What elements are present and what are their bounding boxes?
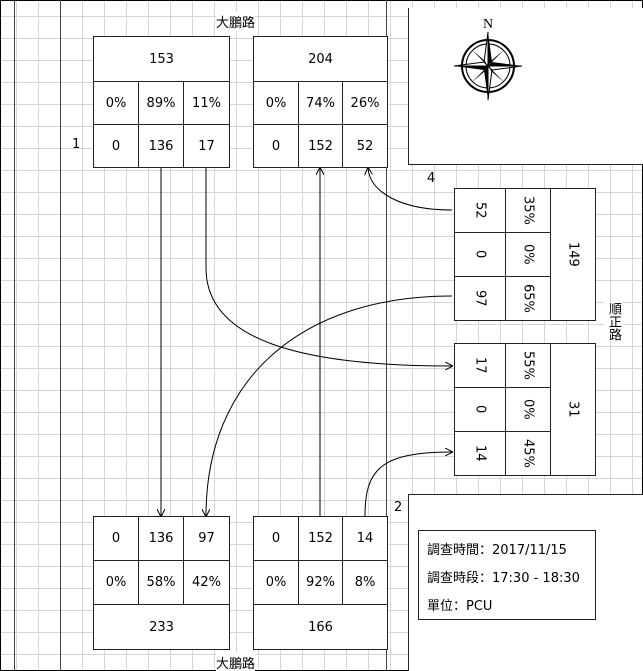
compass-icon: N xyxy=(453,17,523,101)
left-road-centerline xyxy=(60,0,61,671)
block-upper-right xyxy=(408,8,643,165)
right-road-edge xyxy=(386,0,387,671)
arrow-southbound-left xyxy=(205,168,452,366)
pct-cell: 42% xyxy=(183,560,230,605)
road-name-right: 順正路 xyxy=(604,302,623,341)
pct-cell: 0% xyxy=(505,232,551,277)
volume-cell: 0 xyxy=(93,124,139,168)
survey-unit: 單位：PCU xyxy=(427,599,493,614)
arrow-westbound-left xyxy=(368,168,453,211)
pct-cell: 45% xyxy=(505,431,551,476)
pct-cell: 0% xyxy=(93,81,139,125)
pct-cell: 26% xyxy=(342,81,388,125)
pct-cell: 55% xyxy=(505,343,551,388)
volume-cell: 97 xyxy=(454,276,506,321)
pct-cell: 0% xyxy=(253,81,299,125)
survey-date: 調查時間：2017/11/15 xyxy=(427,543,567,558)
survey-period: 調查時段：17:30 - 18:30 xyxy=(427,571,580,586)
survey-info-box: 調查時間：2017/11/15 調查時段：17:30 - 18:30 單位：PC… xyxy=(418,530,596,620)
volume-cell: 136 xyxy=(138,516,184,561)
total-cell: 31 xyxy=(550,343,596,476)
volume-cell: 0 xyxy=(253,516,299,561)
volume-cell: 17 xyxy=(183,124,230,168)
volume-cell: 0 xyxy=(454,387,506,432)
pct-cell: 89% xyxy=(138,81,184,125)
total-cell: 166 xyxy=(253,604,388,650)
volume-cell: 14 xyxy=(454,431,506,476)
volume-cell: 97 xyxy=(183,516,230,561)
total-cell: 149 xyxy=(550,188,596,321)
pct-cell: 0% xyxy=(253,560,299,605)
pct-cell: 11% xyxy=(183,81,230,125)
pct-cell: 74% xyxy=(298,81,343,125)
pct-cell: 0% xyxy=(93,560,139,605)
pct-cell: 35% xyxy=(505,188,551,233)
arrow-westbound-right xyxy=(206,295,453,516)
pct-cell: 8% xyxy=(342,560,388,605)
marker-2: 2 xyxy=(394,500,403,515)
volume-cell: 17 xyxy=(454,343,506,388)
road-name-top: 大鵬路 xyxy=(216,12,256,31)
volume-cell: 136 xyxy=(138,124,184,168)
volume-cell: 52 xyxy=(342,124,388,168)
total-cell: 153 xyxy=(93,36,230,82)
volume-cell: 0 xyxy=(454,232,506,277)
pct-cell: 92% xyxy=(298,560,343,605)
volume-cell: 52 xyxy=(454,188,506,233)
road-name-bottom: 大鵬路 xyxy=(216,653,256,671)
pct-cell: 65% xyxy=(505,276,551,321)
total-cell: 204 xyxy=(253,36,388,82)
arrow-northbound-right xyxy=(364,452,452,517)
total-cell: 233 xyxy=(93,604,230,650)
volume-cell: 152 xyxy=(298,516,343,561)
pct-cell: 0% xyxy=(505,387,551,432)
marker-1: 1 xyxy=(72,137,81,152)
marker-4: 4 xyxy=(427,171,436,186)
volume-cell: 152 xyxy=(298,124,343,168)
volume-cell: 14 xyxy=(342,516,388,561)
pct-cell: 58% xyxy=(138,560,184,605)
volume-cell: 0 xyxy=(253,124,299,168)
compass-letter: N xyxy=(483,17,493,32)
left-road-edge xyxy=(14,0,15,671)
volume-cell: 0 xyxy=(93,516,139,561)
